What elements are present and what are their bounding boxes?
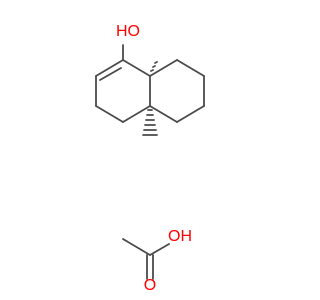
acid-carbonyl-label: O [144, 277, 156, 294]
bond-c8a-c1 [122, 59, 151, 77]
bond-c8-c7 [176, 59, 205, 77]
stereo-hash-h-3 [154, 61, 158, 64]
stereo-hash-h-1 [150, 69, 154, 72]
bond-c5-c4a [149, 105, 178, 123]
bond-c1-c2-double-inner [99, 67, 122, 81]
bond-c6-c5 [176, 105, 205, 123]
bond-c8a-c8 [149, 59, 178, 77]
stereo-hash-h-2 [152, 65, 156, 68]
atom-label-layer: HO OH O [116, 23, 192, 294]
bond-c3-c4 [95, 105, 124, 123]
chemical-structure-diagram: HO OH O [95, 23, 205, 294]
bond-ch3-c [122, 238, 151, 256]
hydroxyl-label-top: HO [116, 23, 140, 40]
bond-layer [95, 44, 205, 280]
bond-c-oh [149, 243, 170, 256]
acid-hydroxyl-label: OH [168, 228, 192, 245]
bond-c4-c4a [122, 105, 151, 123]
bond-c1-c2 [95, 59, 124, 77]
